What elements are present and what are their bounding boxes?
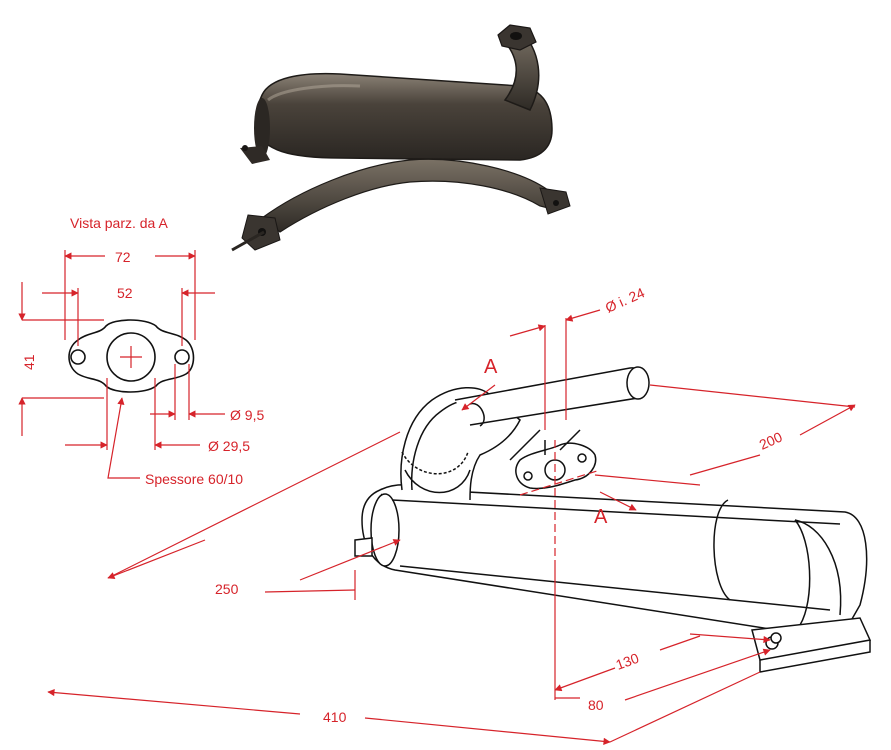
thickness-note: Spessore 60/10 [145, 471, 243, 487]
dim-250: 250 [215, 581, 239, 597]
dim-hole-spacing: 52 [117, 285, 133, 301]
dim-hole-dia: Ø 9,5 [230, 407, 264, 423]
dim-410: 410 [323, 709, 347, 725]
partial-view-title: Vista parz. da A [70, 215, 168, 231]
dim-200: 200 [757, 429, 785, 453]
muffler-line-drawing [354, 366, 872, 673]
main-dimensions [47, 309, 856, 745]
dim-inner-dia: Ø i. 24 [603, 284, 647, 315]
dim-130: 130 [614, 650, 642, 673]
section-label-top: A [484, 356, 498, 378]
flange-hole-right [174, 349, 190, 365]
dim-height: 41 [21, 354, 37, 370]
section-label-right: A [594, 506, 608, 528]
dim-outer-width: 72 [115, 249, 131, 265]
flange-hole-left [70, 349, 86, 365]
partial-view-a: Vista parz. da A 72 52 41 Ø 9,5 [18, 215, 264, 487]
exhaust-muffler-photo [231, 24, 571, 252]
dim-80: 80 [588, 697, 604, 713]
dim-bore-dia: Ø 29,5 [208, 438, 250, 454]
